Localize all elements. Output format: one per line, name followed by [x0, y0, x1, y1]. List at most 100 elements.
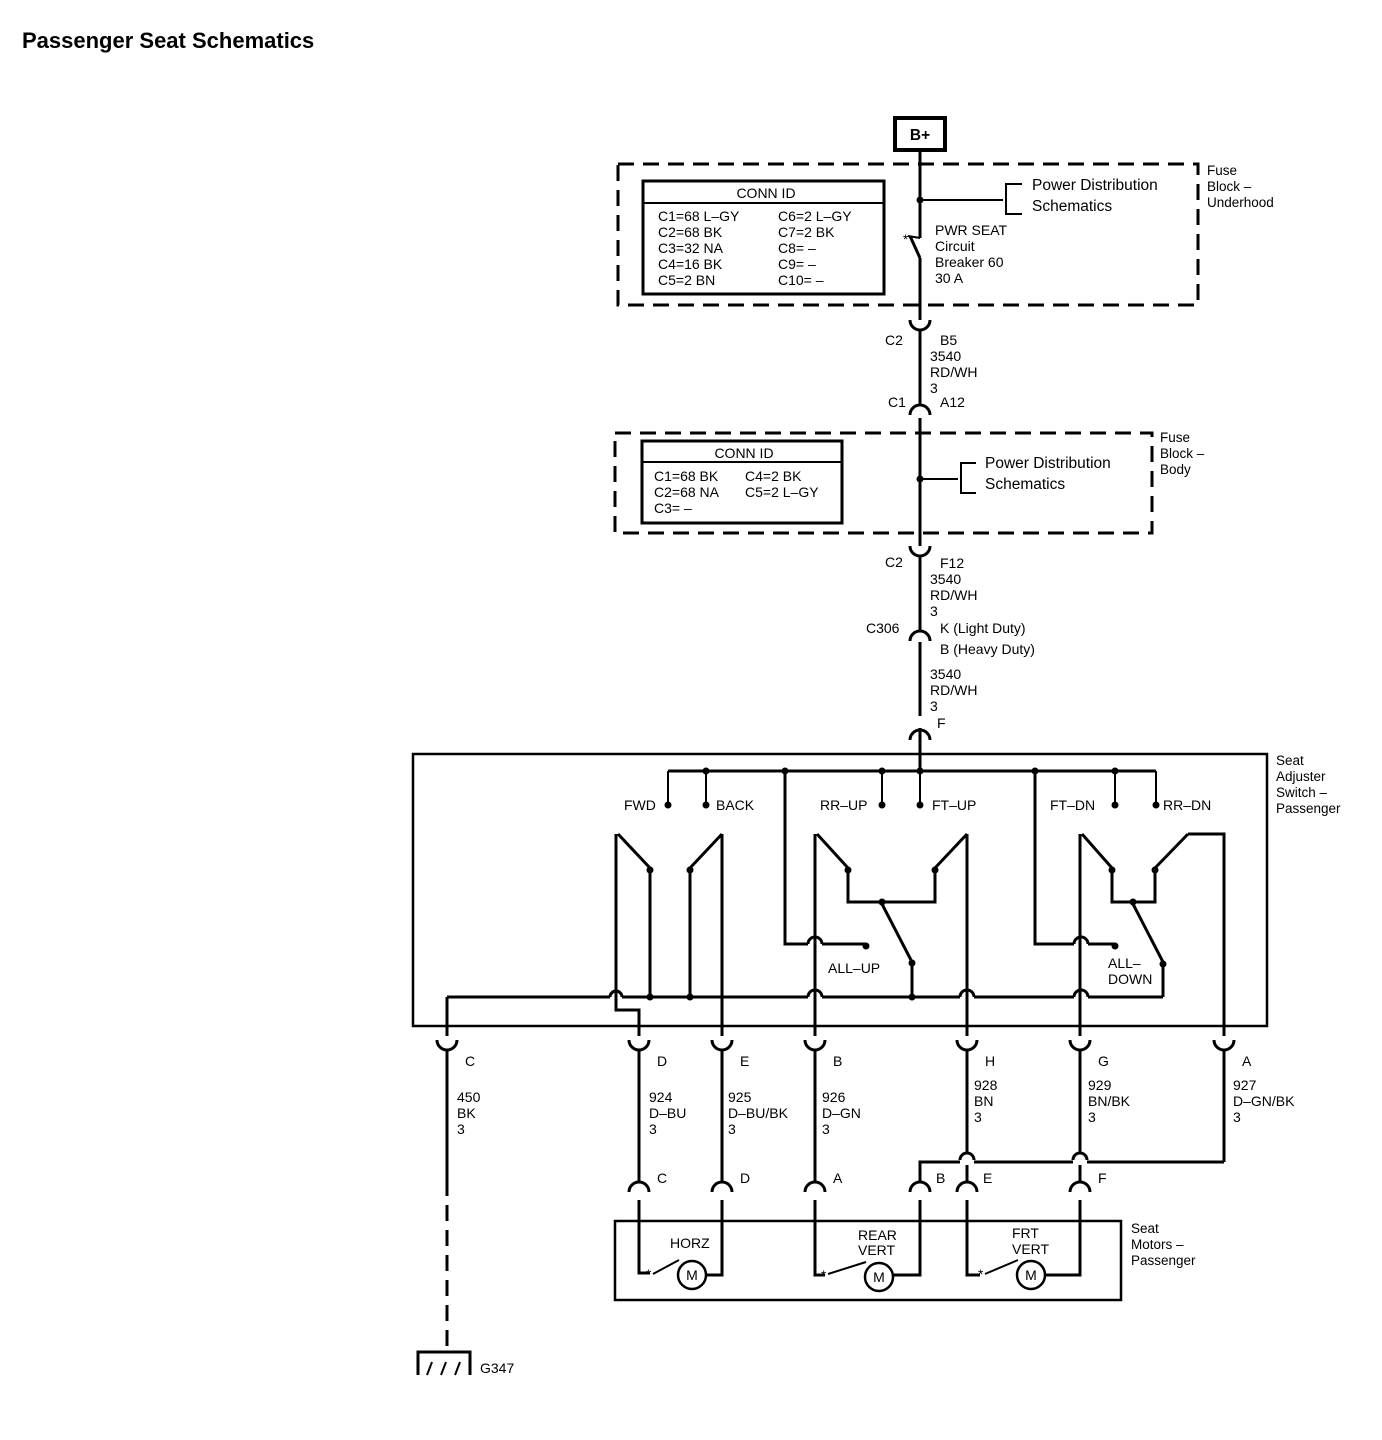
conn-id-body-right-2: C5=2 L–GY — [745, 484, 819, 500]
circuit-450-num: 450 — [457, 1089, 481, 1105]
output-pin-g: G — [1098, 1053, 1109, 1069]
circuit-928-num: 928 — [974, 1077, 998, 1093]
motor-pin-a: A — [833, 1170, 843, 1186]
frt-vert-label-1: FRT — [1012, 1225, 1039, 1241]
all-down-label-1: ALL– — [1108, 955, 1141, 971]
fuse-block-body: Fuse Block – Body CONN ID C1=68 BK C2=68… — [613, 430, 1205, 535]
output-pin-c: C — [465, 1053, 475, 1069]
circuit-450-color: BK — [457, 1105, 476, 1121]
circuit-925-num: 925 — [728, 1089, 752, 1105]
page-title: Passenger Seat Schematics — [22, 28, 315, 53]
svg-text:*: * — [978, 1267, 984, 1282]
conn-id-body-left-3: C3= – — [654, 500, 692, 516]
fuse-block-underhood-label-2: Block – — [1207, 179, 1252, 194]
seg2-switch-pin: F — [937, 715, 946, 731]
circuit-926-color: D–GN — [822, 1105, 861, 1121]
seg2-top-pin: F12 — [940, 555, 964, 571]
rear-vert-label-2: VERT — [858, 1242, 896, 1258]
circuit-926-size: 3 — [822, 1121, 830, 1137]
svg-text:*: * — [903, 232, 909, 247]
motor-pin-d: D — [740, 1170, 750, 1186]
circuit-924-num: 924 — [649, 1089, 673, 1105]
breaker-label-2: Circuit — [935, 238, 975, 254]
conn-id-body-right-1: C4=2 BK — [745, 468, 802, 484]
circuit-929-color: BN/BK — [1088, 1093, 1131, 1109]
output-pin-d: D — [657, 1053, 667, 1069]
seat-motors: Seat Motors – Passenger M * HORZ M * REA… — [613, 1200, 1196, 1302]
circuit-928-size: 3 — [974, 1109, 982, 1125]
rear-vert-motor-icon: M * — [813, 1200, 922, 1293]
fuse-block-body-label-1: Fuse — [1160, 430, 1190, 445]
seg2-wire-num: 3540 — [930, 571, 961, 587]
output-pin-e: E — [740, 1053, 749, 1069]
fuse-block-body-label-3: Body — [1160, 462, 1191, 477]
breaker-label-1: PWR SEAT — [935, 222, 1008, 238]
connector-c1-a12 — [908, 403, 932, 416]
power-distribution-underhood-1: Power Distribution — [1032, 177, 1158, 194]
conn-id-body-left-1: C1=68 BK — [654, 468, 719, 484]
switch-label-3: Switch – — [1276, 785, 1328, 800]
switch-label-1: Seat — [1276, 753, 1304, 768]
motors-label-3: Passenger — [1131, 1253, 1196, 1268]
circuit-928-color: BN — [974, 1093, 993, 1109]
conn-id-body-left-2: C2=68 NA — [654, 484, 720, 500]
contact-back: BACK — [716, 797, 755, 813]
seat-adjuster-switch: Seat Adjuster Switch – Passenger FWD BAC… — [411, 752, 1341, 1036]
seg1-wire-color: RD/WH — [930, 364, 977, 380]
frt-vert-motor-icon: M * — [965, 1200, 1082, 1291]
motors-label-1: Seat — [1131, 1221, 1159, 1236]
conn-id-underhood-left-5: C5=2 BN — [658, 272, 715, 288]
contact-ft-up: FT–UP — [932, 797, 976, 813]
seg1-wire-num: 3540 — [930, 348, 961, 364]
seg1-top-pin: B5 — [940, 332, 957, 348]
conn-id-underhood-right-1: C6=2 L–GY — [778, 208, 852, 224]
motors-label-2: Motors – — [1131, 1237, 1184, 1252]
fuse-block-underhood-label-3: Underhood — [1207, 195, 1274, 210]
connector-c306 — [908, 629, 932, 642]
seg2-wire-color: RD/WH — [930, 587, 977, 603]
conn-id-underhood-right-3: C8= – — [778, 240, 816, 256]
b-plus-label: B+ — [910, 127, 930, 144]
circuit-927-size: 3 — [1233, 1109, 1241, 1125]
fuse-block-underhood-label-1: Fuse — [1207, 163, 1237, 178]
switch-label-2: Adjuster — [1276, 769, 1326, 784]
output-wiring — [435, 1039, 1236, 1350]
rear-vert-motor-m: M — [873, 1269, 885, 1285]
battery-positive-source: B+ — [893, 116, 947, 152]
all-down-label-2: DOWN — [1108, 971, 1152, 987]
conn-id-title-body: CONN ID — [714, 445, 773, 461]
power-distribution-body-2: Schematics — [985, 476, 1065, 493]
fuse-block-body-label-2: Block – — [1160, 446, 1205, 461]
fuse-block-underhood: Fuse Block – Underhood CONN ID C1=68 L–G… — [616, 162, 1274, 307]
power-distribution-underhood-2: Schematics — [1032, 198, 1112, 215]
conn-id-underhood-left-2: C2=68 BK — [658, 224, 723, 240]
frt-vert-label-2: VERT — [1012, 1241, 1050, 1257]
breaker-label-3: Breaker 60 — [935, 254, 1004, 270]
contact-rr-up: RR–UP — [820, 797, 867, 813]
conn-id-underhood-right-2: C7=2 BK — [778, 224, 835, 240]
ground-icon — [416, 1350, 472, 1376]
motor-pin-b: B — [936, 1170, 945, 1186]
connector-c2-b5 — [908, 319, 932, 332]
circuit-927-num: 927 — [1233, 1077, 1257, 1093]
circuit-929-size: 3 — [1088, 1109, 1096, 1125]
seg2-inline-pin-1: K (Light Duty) — [940, 620, 1026, 636]
conn-id-underhood-left-4: C4=16 BK — [658, 256, 723, 272]
circuit-breaker-icon: * — [903, 232, 922, 259]
conn-id-underhood-left-3: C3=32 NA — [658, 240, 724, 256]
horz-motor-m: M — [686, 1267, 698, 1283]
circuit-450-size: 3 — [457, 1121, 465, 1137]
svg-text:*: * — [821, 1268, 827, 1283]
horz-label: HORZ — [670, 1235, 710, 1251]
power-distribution-body-1: Power Distribution — [985, 455, 1111, 472]
seg2-wire2-size: 3 — [930, 698, 938, 714]
contact-ft-dn: FT–DN — [1050, 797, 1095, 813]
connector-c2-f12 — [908, 545, 932, 558]
seg1-bottom-conn: C1 — [888, 394, 906, 410]
frt-vert-motor-m: M — [1025, 1267, 1037, 1283]
conn-id-title-underhood: CONN ID — [736, 185, 795, 201]
seg1-top-conn: C2 — [885, 332, 903, 348]
seg2-top-conn: C2 — [885, 554, 903, 570]
circuit-929-num: 929 — [1088, 1077, 1112, 1093]
